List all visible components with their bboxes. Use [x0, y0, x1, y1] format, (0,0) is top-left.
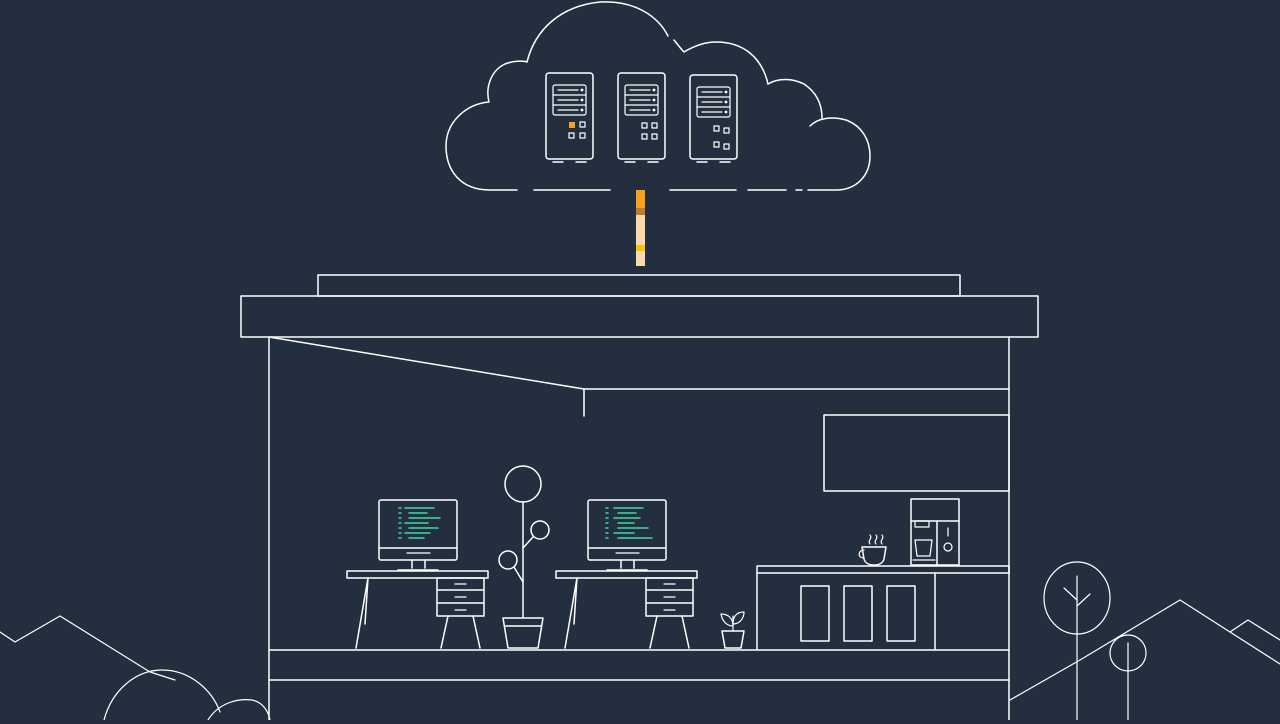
- monitor-icon: [587, 499, 667, 571]
- coffee-cup-icon: [858, 534, 887, 566]
- server-icon: [545, 72, 594, 163]
- desk-icon: [555, 570, 698, 649]
- server-icon: [617, 72, 666, 163]
- coffee-machine-icon: [910, 498, 960, 566]
- data-connector-icon: [636, 190, 645, 266]
- mountains-left-icon: [0, 615, 271, 721]
- tree-icon: [1043, 561, 1147, 721]
- plant-icon: [498, 465, 550, 649]
- monitor-icon: [378, 499, 458, 571]
- desk-icon: [346, 570, 489, 649]
- office-building-icon: [240, 274, 1039, 721]
- counter-cabinet-icon: [756, 565, 1010, 651]
- plant-icon: [720, 611, 745, 649]
- server-icon: [689, 74, 738, 163]
- mountains-right-icon: [1009, 599, 1280, 701]
- cloud-icon: [445, 1, 871, 191]
